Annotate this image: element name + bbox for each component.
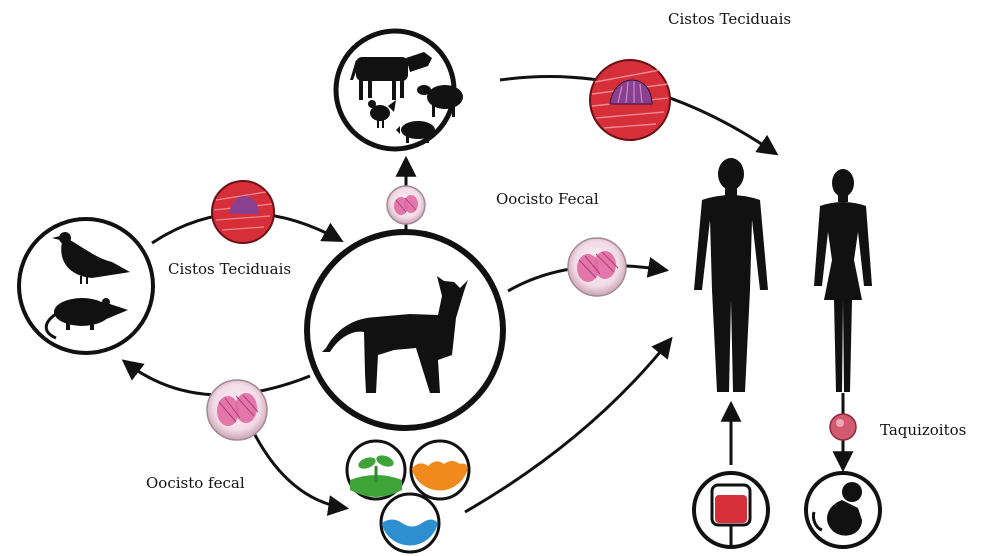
oocyst-bottom-left [207, 380, 267, 440]
label-cistos-teciduais-left: Cistos Teciduais [168, 260, 291, 278]
blood-bag-node [694, 473, 768, 547]
human-icon [694, 158, 768, 392]
oocyst-small-top [387, 186, 425, 224]
label-taquizoitos: Taquizoitos [880, 421, 966, 439]
label-cistos-teciduais-top: Cistos Teciduais [668, 10, 791, 28]
label-oocisto-fecal-top: Oocisto Fecal [496, 190, 599, 208]
human-man [694, 158, 768, 392]
bird-rat-node [19, 219, 153, 353]
livestock-node [336, 31, 463, 149]
taquizoito-cell [830, 414, 856, 440]
human-woman [814, 169, 872, 392]
label-oocisto-fecal-bottom: Oocisto fecal [146, 474, 245, 492]
tissue-cyst-top [590, 60, 670, 140]
water-node [381, 494, 439, 552]
fetus-node [806, 473, 880, 547]
oocyst-right [568, 238, 626, 296]
soil-node [411, 441, 469, 499]
arrow-cat-to-environment [255, 435, 345, 508]
human-icon [814, 169, 872, 392]
cat-node [307, 232, 503, 428]
tissue-cyst-left [212, 181, 274, 243]
plant-node [347, 441, 405, 499]
